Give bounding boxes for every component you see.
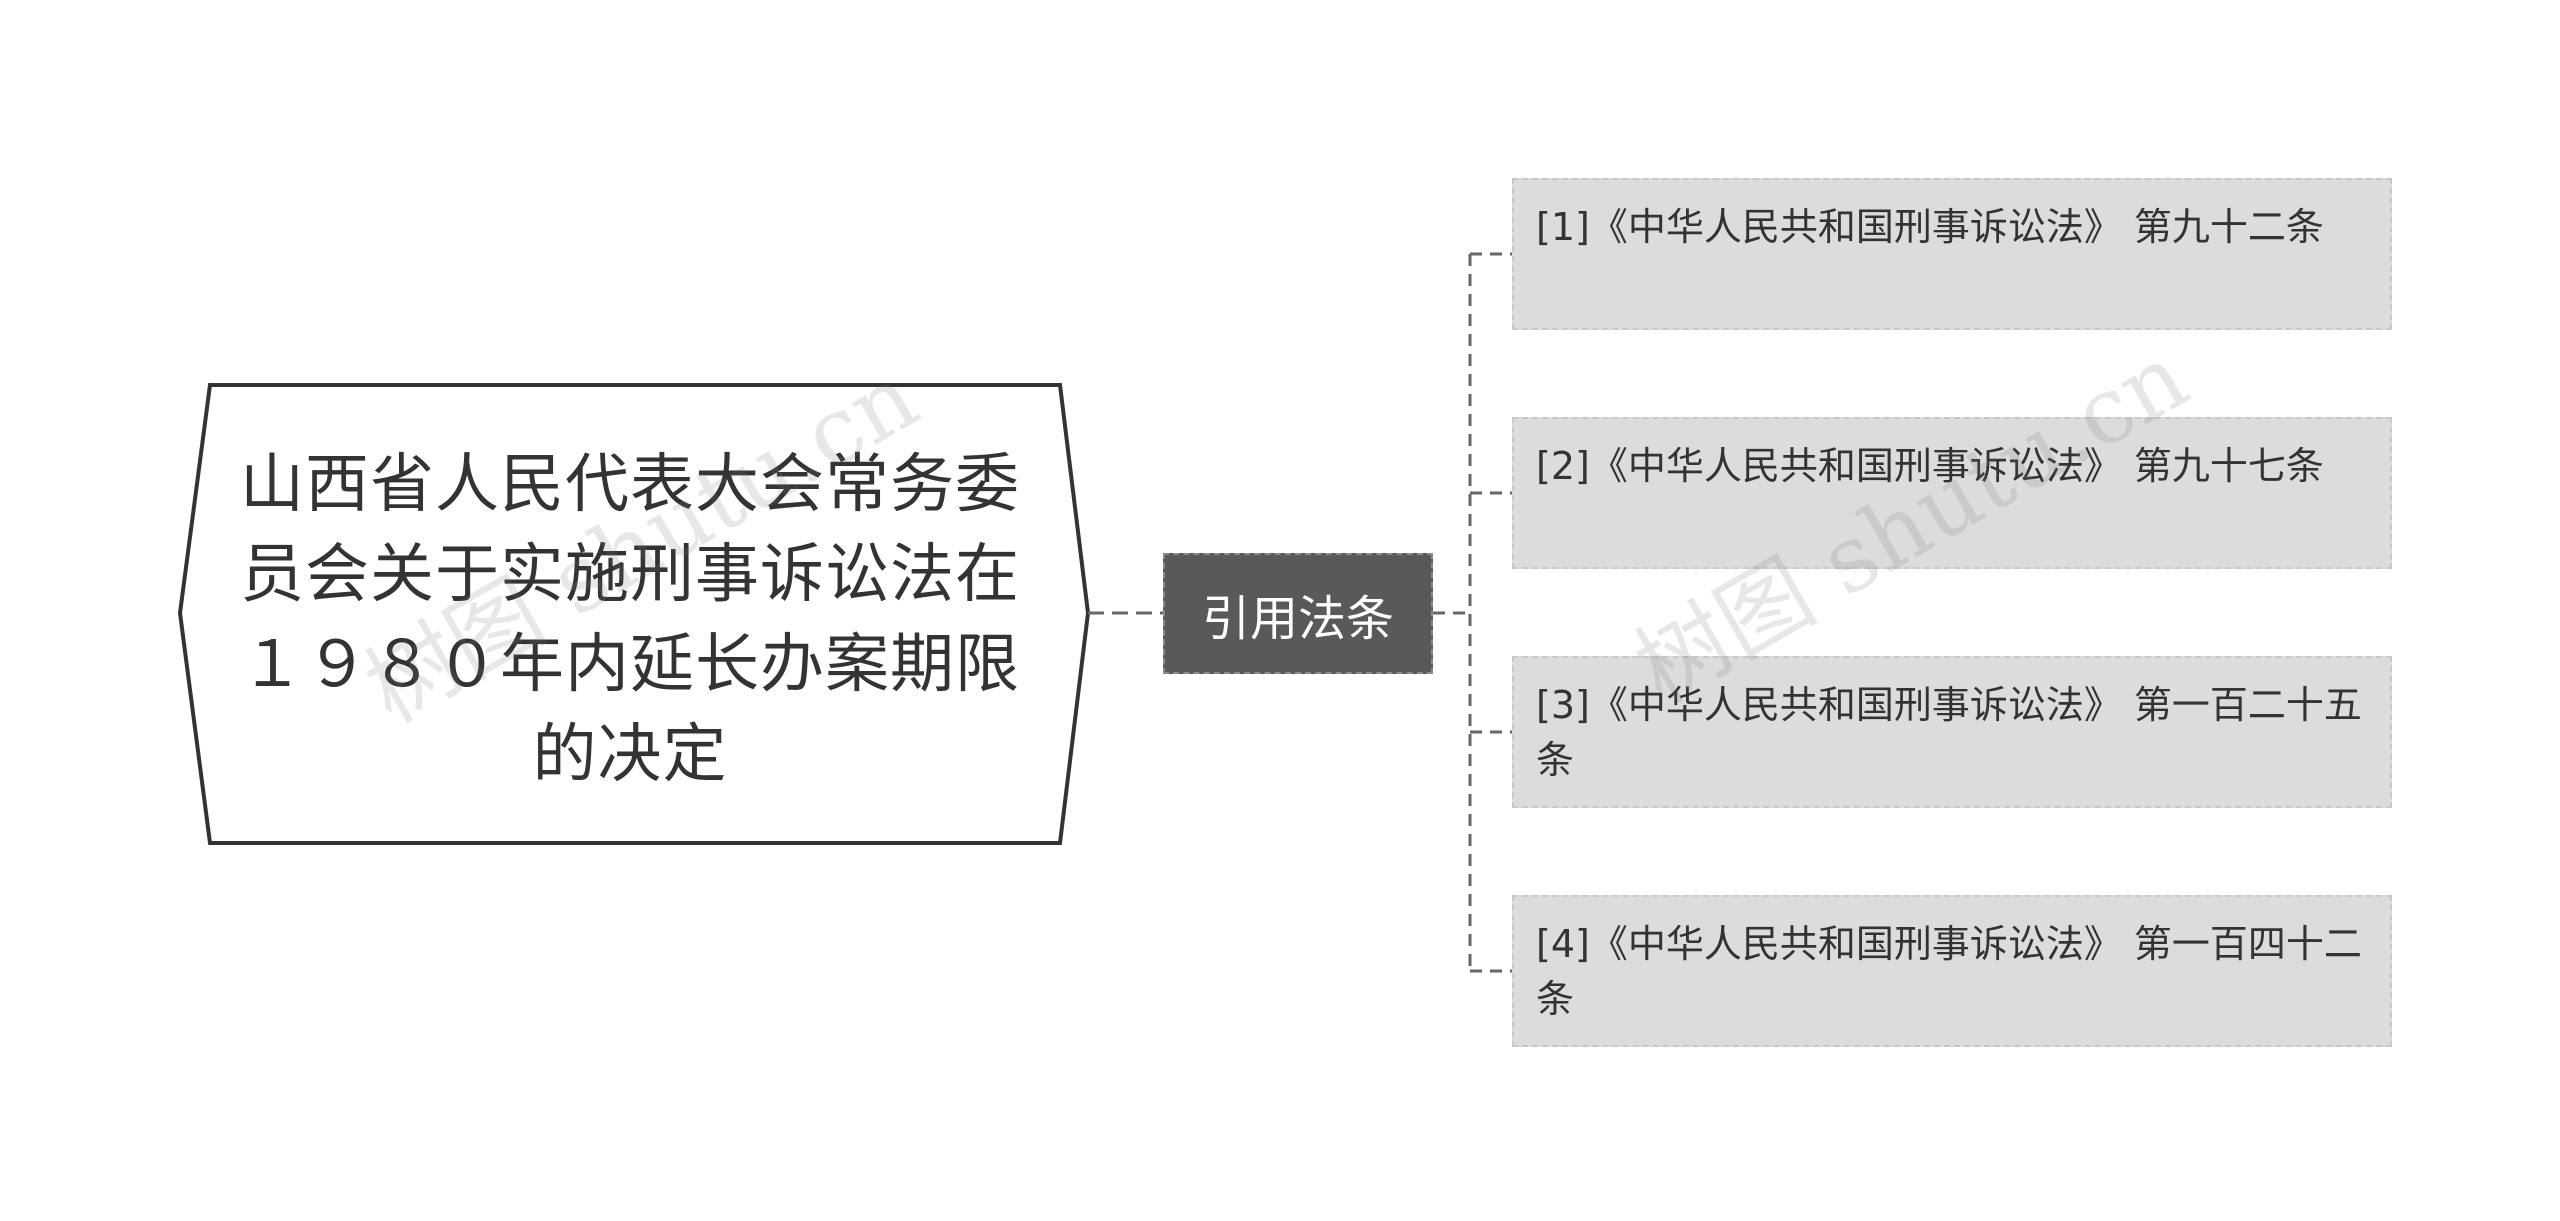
leaf-node-1[interactable]: [1]《中华人民共和国刑事诉讼法》 第九十二条 xyxy=(1512,178,2392,330)
leaf-node-4[interactable]: [4]《中华人民共和国刑事诉讼法》 第一百四十二条 xyxy=(1512,895,2392,1047)
branch-node-cited-laws[interactable]: 引用法条 xyxy=(1163,553,1433,674)
leaf-node-text: [3]《中华人民共和国刑事诉讼法》 第一百二十五条 xyxy=(1536,683,2362,782)
leaf-node-text: [4]《中华人民共和国刑事诉讼法》 第一百四十二条 xyxy=(1536,922,2362,1021)
root-node-outline xyxy=(177,383,1091,845)
root-node[interactable]: 山西省人民代表大会常务委员会关于实施刑事诉讼法在１９８０年内延长办案期限的决定 xyxy=(210,420,1050,820)
leaf-node-2[interactable]: [2]《中华人民共和国刑事诉讼法》 第九十七条 xyxy=(1512,417,2392,569)
branch-node-label: 引用法条 xyxy=(1201,590,1394,647)
root-node-title: 山西省人民代表大会常务委员会关于实施刑事诉讼法在１９８０年内延长办案期限的决定 xyxy=(240,448,1020,792)
leaf-node-text: [2]《中华人民共和国刑事诉讼法》 第九十七条 xyxy=(1536,444,2324,488)
leaf-node-text: [1]《中华人民共和国刑事诉讼法》 第九十二条 xyxy=(1536,205,2324,249)
leaf-node-3[interactable]: [3]《中华人民共和国刑事诉讼法》 第一百二十五条 xyxy=(1512,656,2392,808)
